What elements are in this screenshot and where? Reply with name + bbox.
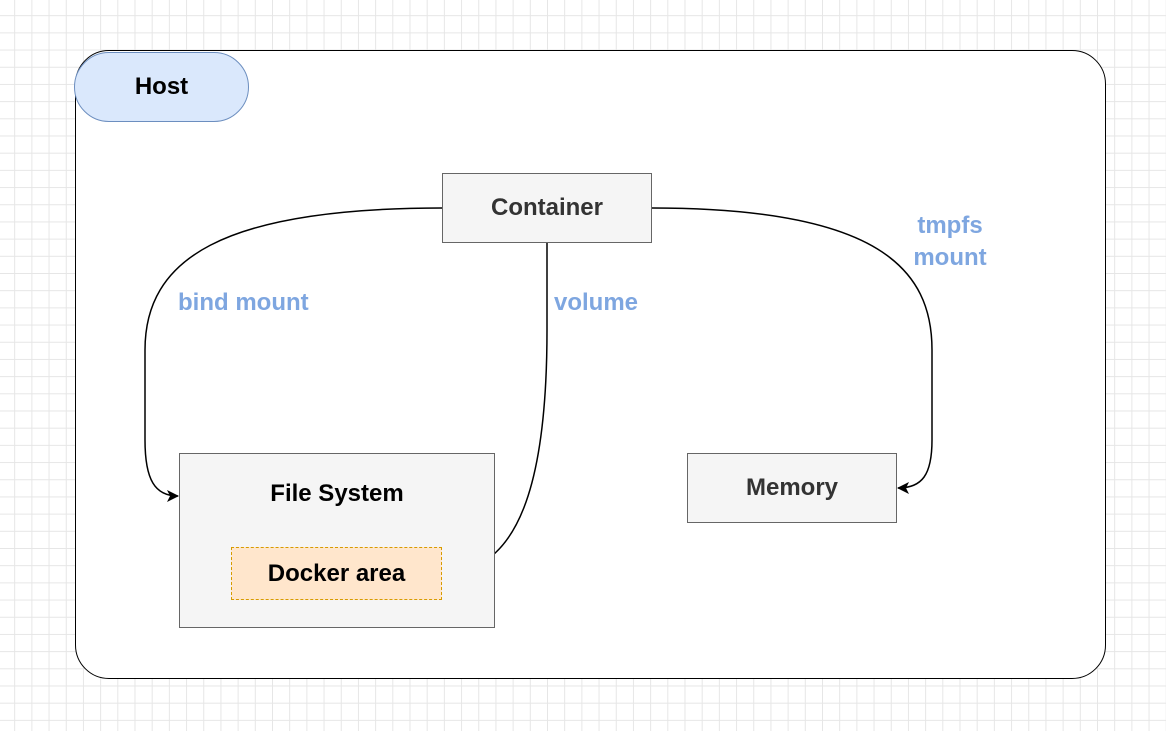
- host-label[interactable]: Host: [74, 52, 249, 122]
- memory-node-label: Memory: [745, 474, 839, 501]
- volume-label: volume: [554, 289, 639, 316]
- container-node-label: Container: [490, 194, 603, 221]
- tmpfs-mount-label-line1: tmpfs: [917, 212, 983, 239]
- host-label-text: Host: [134, 73, 189, 100]
- container-node[interactable]: Container: [442, 173, 652, 243]
- file-system-node[interactable]: File System: [179, 453, 495, 628]
- memory-node[interactable]: Memory: [687, 453, 897, 523]
- file-system-node-label: File System: [270, 480, 404, 507]
- docker-area-node-label: Docker area: [267, 559, 406, 587]
- bind-mount-label: bind mount: [178, 289, 309, 316]
- tmpfs-mount-label-line2: mount: [913, 244, 987, 271]
- docker-area-node[interactable]: Docker area: [231, 547, 442, 600]
- tmpfs-mount-label: tmpfs mount: [900, 210, 1000, 274]
